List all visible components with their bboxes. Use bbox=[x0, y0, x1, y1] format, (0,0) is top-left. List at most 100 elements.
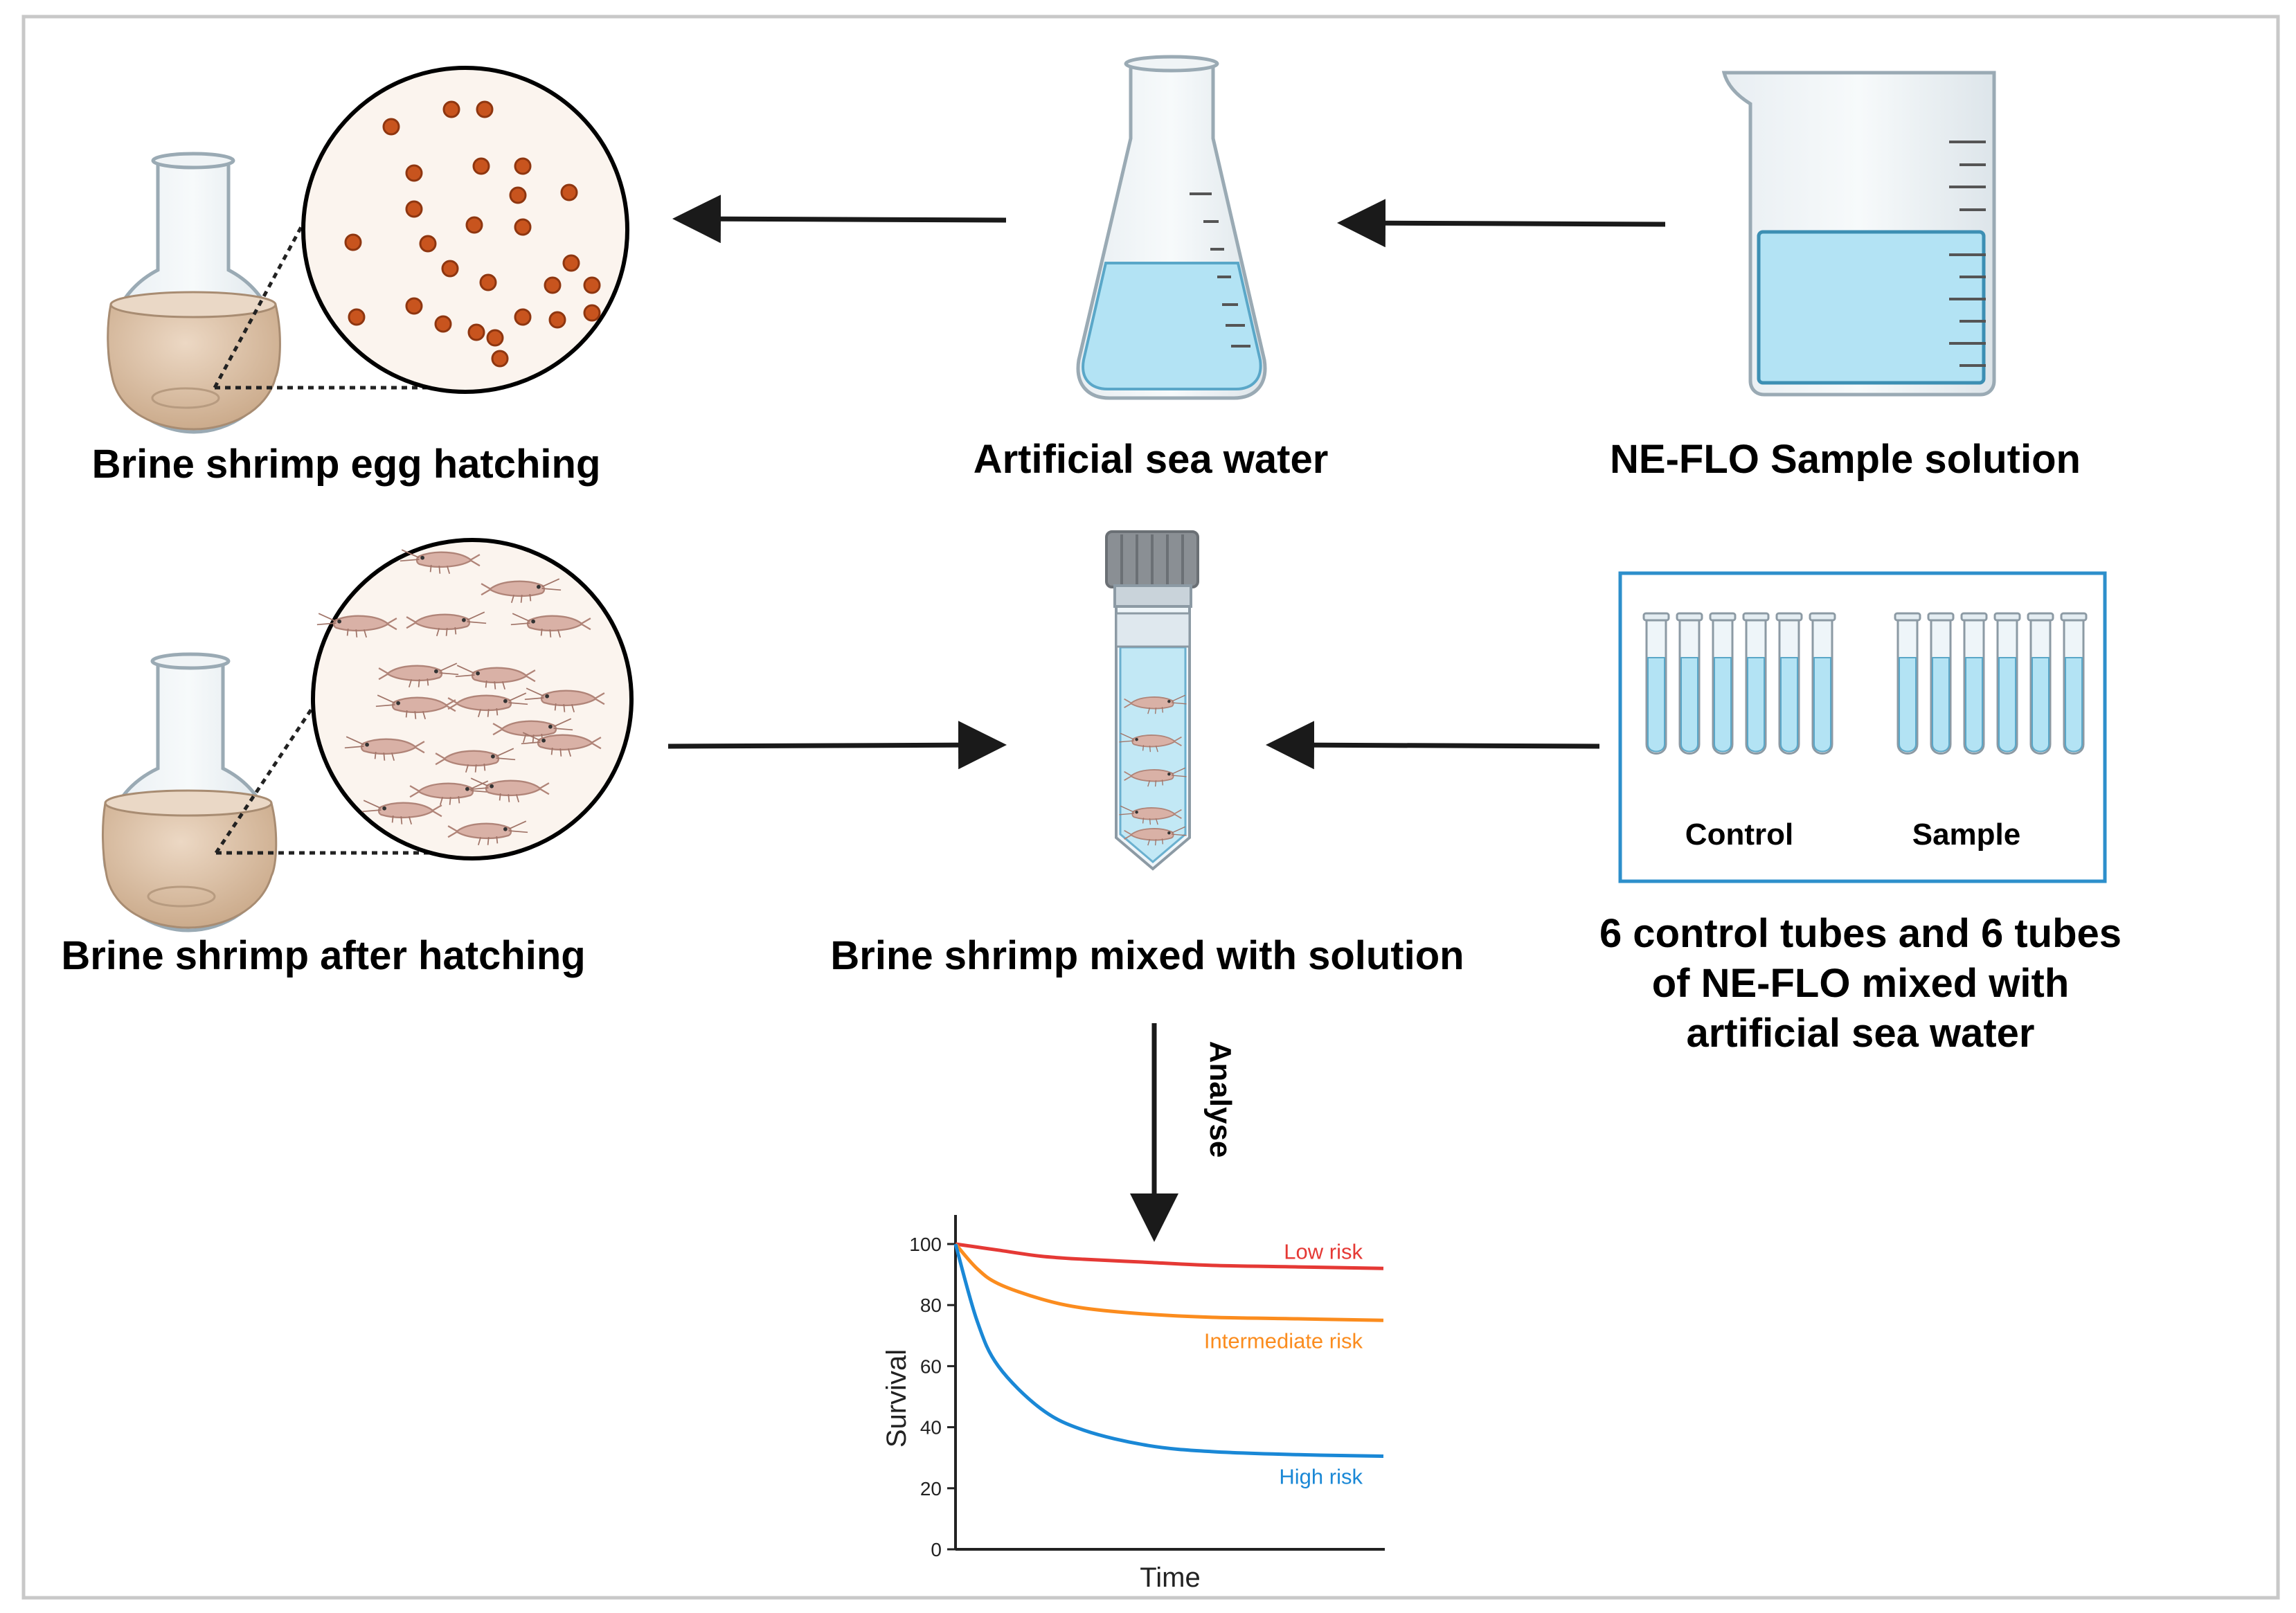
series-line-2 bbox=[953, 1243, 1384, 1458]
egg-icon bbox=[486, 329, 504, 347]
series-label-1: Intermediate risk bbox=[1204, 1328, 1363, 1353]
shrimp-magnifier-circle bbox=[311, 538, 634, 860]
shrimp-icon bbox=[1124, 767, 1187, 787]
egg-icon bbox=[434, 315, 452, 333]
shrimp-icon bbox=[409, 780, 490, 805]
test-tube-icon bbox=[1676, 612, 1703, 755]
shrimp-icon bbox=[510, 613, 591, 638]
egg-icon bbox=[405, 297, 423, 315]
frame-border bbox=[21, 15, 2280, 1600]
label-sample: Sample bbox=[1912, 818, 2021, 851]
egg-icon bbox=[476, 100, 494, 118]
test-tube-icon bbox=[1709, 612, 1737, 755]
shrimp-icon bbox=[1124, 694, 1187, 714]
test-tube-icon bbox=[2060, 612, 2088, 755]
egg-magnifier-circle bbox=[301, 66, 629, 394]
y-tick-label: 40 bbox=[920, 1417, 942, 1439]
eggs-group bbox=[344, 100, 601, 368]
egg-icon bbox=[479, 273, 497, 291]
shrimp-icon bbox=[492, 718, 573, 743]
egg-icon bbox=[344, 233, 362, 251]
y-tick-label: 0 bbox=[931, 1539, 942, 1560]
round-bottom-flask-hatched-icon bbox=[101, 652, 278, 932]
label-mixed: Brine shrimp mixed with solution bbox=[830, 933, 1464, 978]
beaker-icon bbox=[1721, 71, 1996, 397]
test-tube-icon bbox=[1742, 612, 1770, 755]
shrimp-icon bbox=[521, 732, 602, 757]
y-tick-label: 80 bbox=[920, 1295, 942, 1316]
y-tick-label: 60 bbox=[920, 1355, 942, 1377]
shrimp-icon bbox=[524, 687, 605, 712]
y-tick-label: 100 bbox=[909, 1234, 942, 1255]
shrimp-icon bbox=[406, 611, 487, 636]
series-lines bbox=[953, 1242, 1384, 1458]
egg-icon bbox=[544, 276, 562, 294]
egg-icon bbox=[583, 304, 601, 322]
tube-shrimp-group bbox=[1119, 694, 1187, 846]
label-analyse: Analyse bbox=[1203, 1041, 1237, 1158]
test-tube-icon bbox=[2027, 612, 2054, 755]
label-sample-solution: NE-FLO Sample solution bbox=[1610, 437, 2081, 482]
egg-icon bbox=[472, 157, 490, 175]
egg-icon bbox=[509, 186, 527, 204]
egg-icon bbox=[405, 164, 423, 182]
zoom-line bbox=[213, 206, 443, 390]
arrow-hatched-to-mixed bbox=[667, 721, 1007, 770]
round-bottom-flask-eggs-icon bbox=[107, 152, 281, 434]
egg-icon bbox=[560, 183, 578, 201]
y-axis-label: Survival bbox=[881, 1349, 912, 1448]
series-line-0 bbox=[955, 1242, 1384, 1270]
egg-icon bbox=[465, 216, 483, 234]
label-tubes-line1: 6 control tubes and 6 tubes bbox=[1599, 911, 2122, 956]
test-tube-icon bbox=[1993, 612, 2021, 755]
arrow-seawater-to-egg bbox=[672, 195, 1007, 244]
y-tick-label: 20 bbox=[920, 1478, 942, 1499]
series-line-1 bbox=[954, 1243, 1384, 1322]
egg-icon bbox=[548, 311, 566, 329]
egg-icon bbox=[382, 118, 400, 136]
shrimp-icon bbox=[455, 665, 536, 690]
shrimp-icon bbox=[469, 777, 550, 802]
egg-icon bbox=[405, 200, 423, 218]
test-tube-icon bbox=[1642, 612, 1670, 755]
shrimp-icon bbox=[435, 748, 516, 773]
series-label-0: Low risk bbox=[1284, 1239, 1363, 1263]
series-label-2: High risk bbox=[1279, 1464, 1363, 1488]
egg-icon bbox=[514, 157, 532, 175]
arrow-tubes-to-mixed bbox=[1266, 721, 1600, 770]
test-tube-icon bbox=[1809, 612, 1836, 755]
test-tube-icon bbox=[1775, 612, 1803, 755]
egg-icon bbox=[442, 100, 460, 118]
egg-icon bbox=[419, 235, 437, 253]
shrimp-icon bbox=[1124, 826, 1187, 846]
shrimp-icon bbox=[447, 820, 528, 845]
label-after-hatching: Brine shrimp after hatching bbox=[61, 933, 585, 978]
shrimp-icon bbox=[316, 613, 397, 638]
shrimp-icon bbox=[344, 736, 425, 761]
test-tubes-group bbox=[1642, 612, 2088, 755]
label-tubes-line3: artificial sea water bbox=[1687, 1011, 2035, 1056]
label-control: Control bbox=[1685, 818, 1793, 851]
shrimp-group bbox=[316, 549, 605, 845]
centrifuge-tube-icon bbox=[1105, 530, 1199, 871]
shrimp-icon bbox=[361, 800, 442, 824]
egg-icon bbox=[491, 350, 509, 368]
label-tubes-line2: of NE-FLO mixed with bbox=[1652, 961, 2070, 1006]
arrow-sample-to-seawater bbox=[1337, 199, 1666, 248]
label-egg-hatching: Brine shrimp egg hatching bbox=[92, 442, 601, 487]
shrimp-icon bbox=[378, 663, 459, 687]
shrimp-icon bbox=[447, 692, 528, 717]
label-sea-water: Artificial sea water bbox=[974, 437, 1329, 482]
test-tube-icon bbox=[1960, 612, 1988, 755]
egg-icon bbox=[583, 276, 601, 294]
shrimp-icon bbox=[1119, 732, 1182, 753]
egg-icon bbox=[441, 260, 459, 278]
shrimp-icon bbox=[400, 549, 481, 574]
erlenmeyer-flask-icon bbox=[1076, 55, 1267, 400]
x-axis-label: Time bbox=[1140, 1562, 1200, 1593]
y-ticks: 0 20 40 60 80 100 bbox=[909, 1234, 956, 1560]
shrimp-icon bbox=[481, 578, 562, 603]
